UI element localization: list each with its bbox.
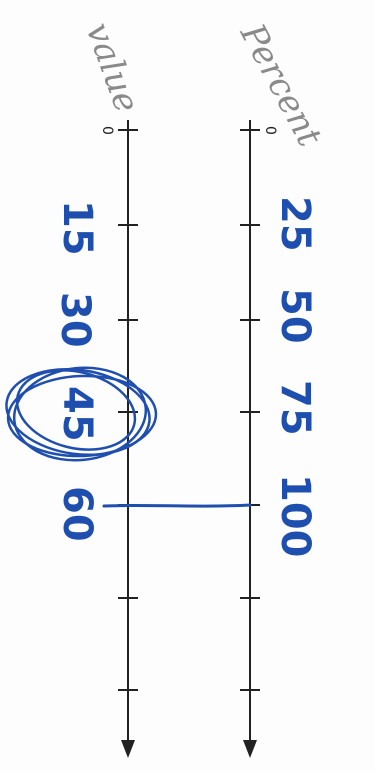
value-mark-30: 30 [52,292,98,348]
percent-mark-50: 50 [272,288,318,344]
circle-mark-icon [5,366,158,462]
value-mark-45: 45 [54,386,100,442]
value-zero-label: 0 [99,126,115,135]
percent-zero-label: 0 [262,126,278,135]
percent-number-line: 0 [240,120,278,758]
percent-mark-75: 75 [272,380,318,436]
percent-mark-100: 100 [272,474,318,558]
value-axis-title: value [78,17,147,117]
connector-line [102,503,252,508]
percent-axis-title: Percent [232,17,330,154]
value-mark-15: 15 [54,200,100,256]
value-mark-60: 60 [54,486,100,542]
percent-mark-25: 25 [272,196,318,252]
